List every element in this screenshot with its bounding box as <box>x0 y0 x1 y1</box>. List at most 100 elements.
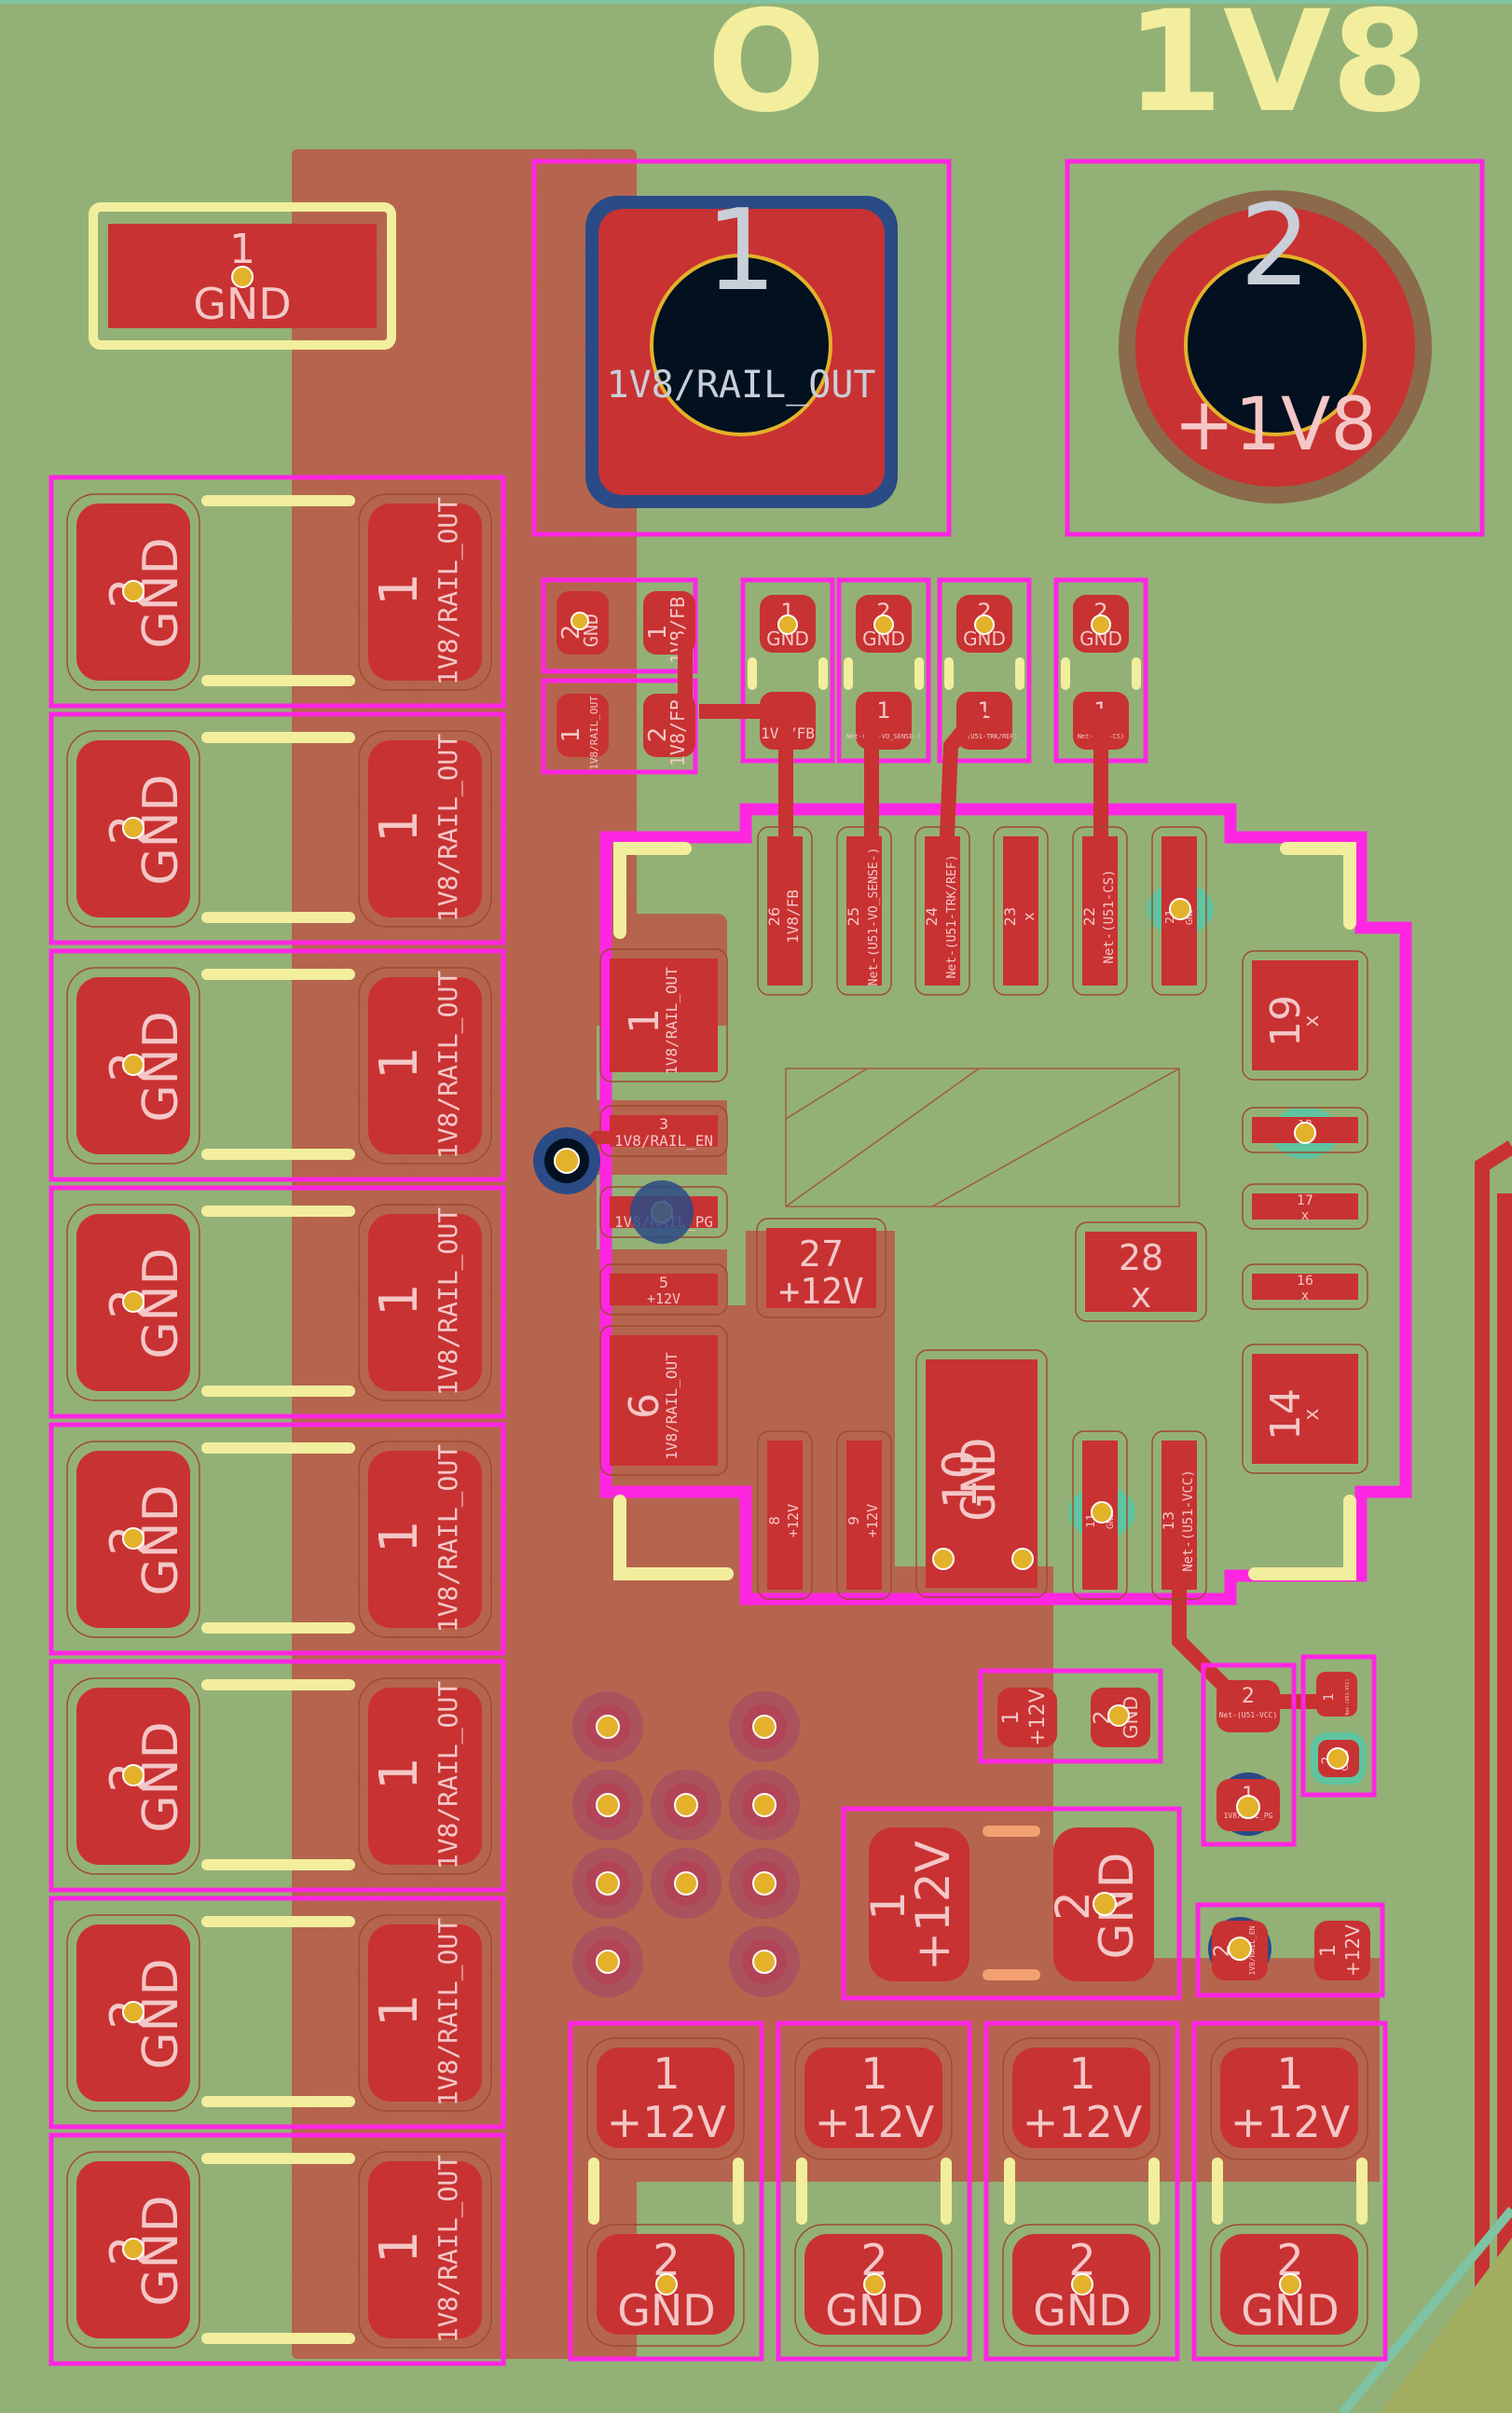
pad-number: 1 <box>557 727 585 743</box>
pad-rail-out[interactable] <box>368 503 482 681</box>
pad-rail-out[interactable] <box>368 1214 482 1391</box>
ic-pin-17[interactable]: 17x <box>1242 1183 1368 1230</box>
pad-net-label: x <box>1300 1014 1324 1027</box>
pad-net-label: 1V8/RAIL_OUT <box>433 1918 464 2106</box>
connector-pin-1[interactable]: 1 1V8/RAIL_OUT <box>531 159 952 537</box>
pad-net-label: 1V8/RAIL_OUT <box>663 967 680 1075</box>
pad-rail-out[interactable] <box>368 2161 482 2338</box>
via-icon <box>570 612 589 630</box>
pad-net-label: 1V8/RAIL_OUT <box>588 696 600 770</box>
pad-number: 6 <box>621 1393 668 1419</box>
pad-net-label: 1V8/RAIL_OUT <box>433 971 464 1159</box>
via-icon <box>752 1793 777 1817</box>
pad-number: 1 <box>1322 1693 1337 1702</box>
pad-rail-out[interactable] <box>368 1924 482 2102</box>
pad-net-label: Net-(U51-VO_SENSE-) <box>867 848 881 986</box>
pad-rail-out[interactable] <box>368 1451 482 1628</box>
right-edge-traces[interactable] <box>1475 1140 1512 2413</box>
smd-pad[interactable] <box>557 694 609 757</box>
via-pg[interactable] <box>630 1180 694 1244</box>
ic-pin-18[interactable]: 18GND <box>1242 1107 1368 1159</box>
testpoint-pin-number: 1 <box>229 226 255 273</box>
ic-pin-19[interactable]: 19x <box>1242 950 1368 1081</box>
ic-silk-corner <box>613 842 692 939</box>
pad-number: 1 <box>369 1993 430 2027</box>
pad-number: 22 <box>1080 907 1098 926</box>
via-icon <box>122 1290 144 1313</box>
pad-rail-out[interactable] <box>368 740 482 917</box>
via-icon <box>122 1527 144 1550</box>
via-icon <box>596 1793 620 1817</box>
smd-pad-signal[interactable] <box>956 692 1012 750</box>
pad-net-label: Net-(U51-VCC) <box>1219 1711 1278 1719</box>
pad-net-label: 1V8/RAIL_OUT <box>433 497 464 685</box>
pad-net-label: x <box>1300 1408 1324 1420</box>
gnd-testpoint[interactable]: 1 GND <box>89 202 396 350</box>
ic-pin-8[interactable]: 8+12V <box>757 1430 813 1600</box>
connector-pin-2[interactable]: 2 +1V8 <box>1065 159 1485 537</box>
silk-label-o: O <box>707 0 826 144</box>
ic-pin-27[interactable]: 27+12V <box>756 1218 887 1318</box>
via-icon <box>122 580 144 602</box>
via-icon <box>596 1871 620 1896</box>
ic-pin-9[interactable]: 9+12V <box>836 1430 892 1600</box>
via-icon <box>122 2238 144 2260</box>
ic-pin-28[interactable]: 28x <box>1075 1221 1207 1322</box>
pad-number: 1 <box>369 809 430 843</box>
pad-rail-out[interactable] <box>368 1688 482 1865</box>
pad-number: 1 <box>1276 2048 1303 2099</box>
via-icon <box>596 1715 620 1739</box>
pad-net-label: 1V8/RAIL_EN <box>1248 1925 1257 1975</box>
pad-net-label: 1V8/RAIL_OUT <box>663 1352 680 1460</box>
pad-number: 24 <box>923 907 941 926</box>
ic-silk-corner <box>613 1495 734 1580</box>
pad-net-label: GND <box>1106 1512 1116 1529</box>
via-icon <box>873 614 894 635</box>
pad-net-label: 1V8/RAIL_OUT <box>433 1207 464 1396</box>
ic-pin-5[interactable]: 5+12V <box>599 1263 728 1316</box>
pad-number: 13 <box>1160 1511 1177 1530</box>
via-icon <box>122 1764 144 1786</box>
ic-pin-16[interactable]: 16x <box>1242 1263 1368 1310</box>
pad-rail-out[interactable] <box>368 977 482 1154</box>
pad-net-label: Net-(U51-VCC) <box>1345 1678 1351 1715</box>
pad-number: 1 <box>369 1757 430 1790</box>
pad-net-label: x <box>1301 1208 1309 1223</box>
ic-pin-14[interactable]: 14x <box>1242 1344 1368 1474</box>
through-hole-icon <box>1184 254 1367 436</box>
pad-number: 1 <box>644 625 672 641</box>
via-en[interactable] <box>533 1127 600 1194</box>
